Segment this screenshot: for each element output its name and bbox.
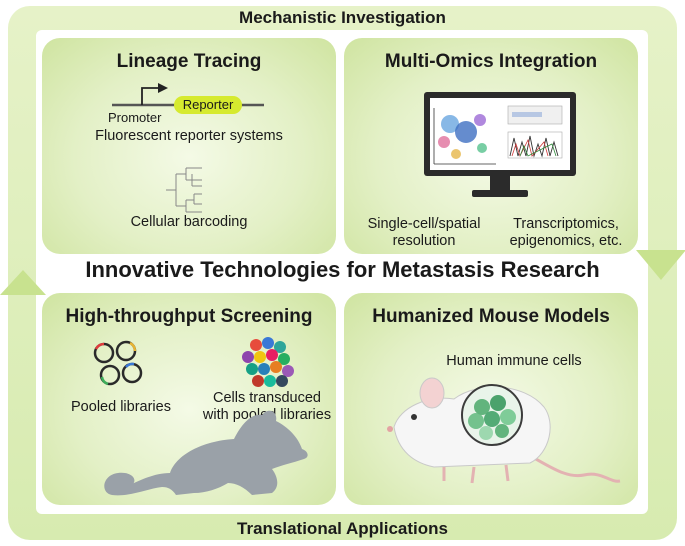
umap-scatter bbox=[433, 108, 496, 165]
humanized-mouse-panel: Humanized Mouse Models Human immune cell… bbox=[344, 293, 638, 505]
panel-title: Multi-Omics Integration bbox=[384, 51, 598, 72]
single-cell-label: Single-cell/spatial resolution bbox=[354, 216, 494, 250]
white-mouse-icon bbox=[387, 377, 621, 484]
top-band-label: Mechanistic Investigation bbox=[239, 8, 446, 27]
cells-transduced-label: Cells transduced with pooled libraries bbox=[192, 390, 342, 424]
lineage-tree-icon bbox=[166, 167, 202, 213]
reporter-label: Reporter bbox=[182, 97, 234, 112]
chromatogram bbox=[507, 131, 563, 159]
transcriptomics-label-line1: Transcriptomics, bbox=[513, 216, 619, 232]
promoter-label: Promoter bbox=[108, 110, 162, 125]
plasmid-library-icon bbox=[93, 340, 143, 386]
immune-cells-label: Human immune cells bbox=[446, 353, 582, 369]
right-arrow-head bbox=[636, 250, 685, 280]
screening-panel: High-throughput Screening Pooled librari… bbox=[42, 293, 336, 505]
transcriptomics-label-line2: epigenomics, etc. bbox=[509, 233, 623, 249]
immune-cell-cluster bbox=[468, 395, 516, 440]
cells-transduced-line1: Cells transduced bbox=[213, 390, 321, 406]
multi-omics-panel: Multi-Omics Integration Single-cell/spa bbox=[344, 38, 638, 254]
promoter-reporter-construct bbox=[112, 83, 264, 114]
panel-title: Lineage Tracing bbox=[116, 51, 262, 72]
panel-title: Humanized Mouse Models bbox=[372, 306, 610, 327]
track-panel bbox=[507, 105, 563, 125]
lineage-tracing-panel: Lineage Tracing Reporter Promoter Fluore… bbox=[42, 38, 336, 254]
bottom-band-label: Translational Applications bbox=[237, 519, 448, 538]
transduced-cells-icon bbox=[242, 337, 294, 387]
computer-monitor-icon bbox=[424, 92, 576, 197]
single-cell-label-line2: resolution bbox=[392, 233, 456, 249]
fluorescent-label: Fluorescent reporter systems bbox=[95, 128, 283, 144]
transcriptomics-label: Transcriptomics, epigenomics, etc. bbox=[496, 216, 636, 250]
mouse-silhouette-icon bbox=[104, 410, 308, 496]
center-title: Innovative Technologies for Metastasis R… bbox=[85, 257, 600, 282]
single-cell-label-line1: Single-cell/spatial bbox=[367, 216, 481, 232]
panel-title: High-throughput Screening bbox=[65, 306, 313, 327]
left-arrow-head bbox=[0, 270, 46, 295]
pooled-libraries-label: Pooled libraries bbox=[71, 399, 171, 415]
barcoding-label: Cellular barcoding bbox=[130, 214, 248, 230]
